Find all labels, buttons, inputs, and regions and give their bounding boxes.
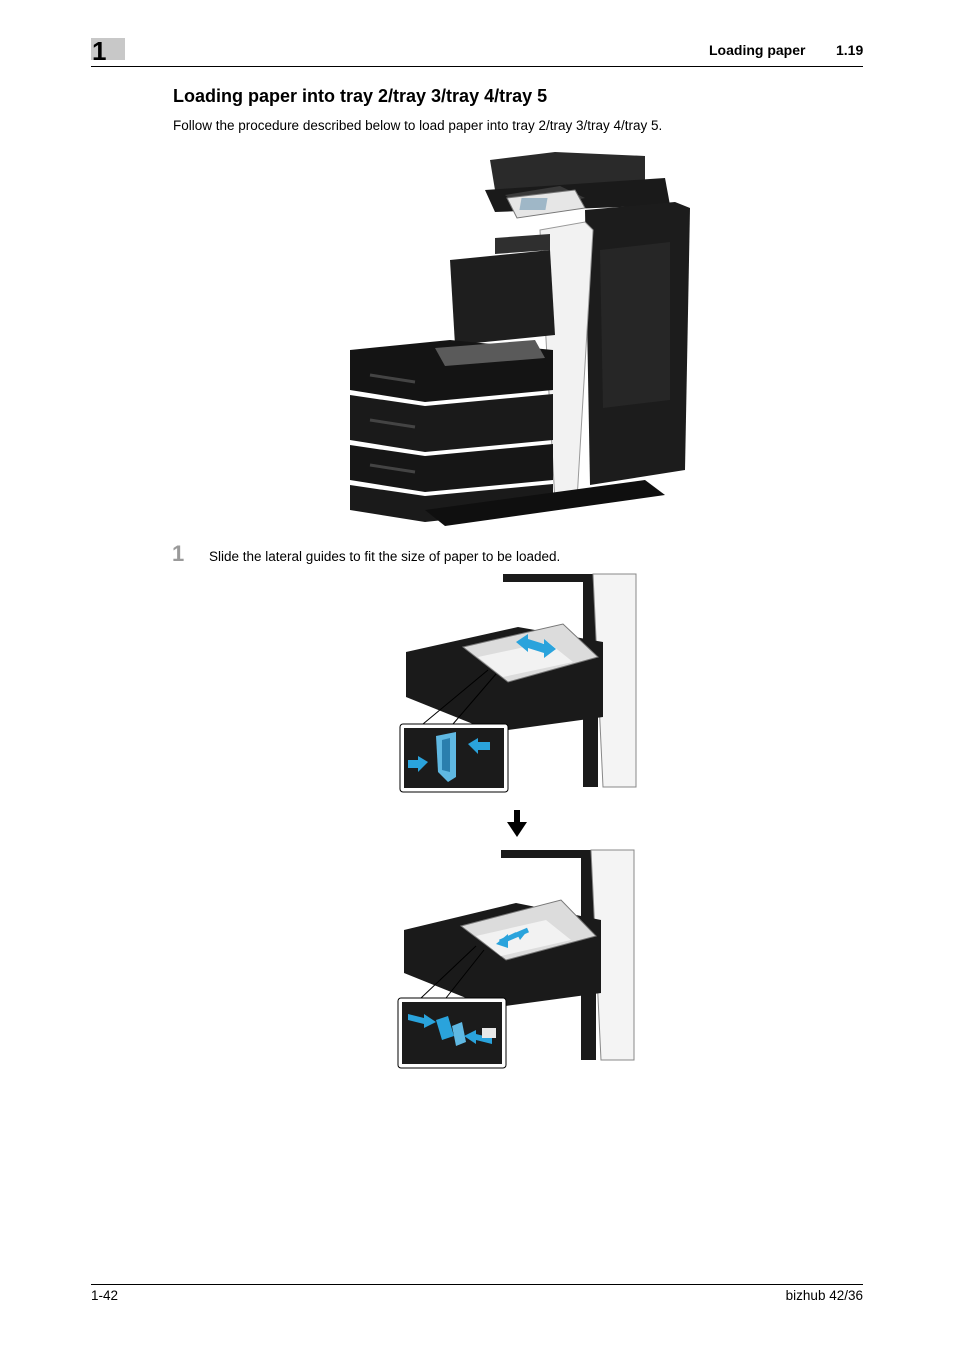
step-instruction: Slide the lateral guides to fit the size…	[209, 549, 561, 564]
step-number: 1	[172, 541, 185, 566]
mfp-illustration	[350, 152, 690, 526]
header-section-number: 1.19	[836, 42, 864, 58]
section-heading: Loading paper into tray 2/tray 3/tray 4/…	[173, 86, 548, 106]
page-number: 1-42	[91, 1288, 119, 1303]
product-model: bizhub 42/36	[785, 1288, 863, 1303]
footer-divider	[91, 1284, 863, 1285]
chapter-number: 1	[92, 36, 107, 66]
intro-paragraph: Follow the procedure described below to …	[173, 118, 663, 133]
tray-guides-illustration-2	[397, 849, 635, 1069]
header-divider	[91, 66, 863, 67]
tray-guides-illustration-1	[399, 573, 637, 793]
chapter-tab	[91, 38, 125, 60]
header-title: Loading paper	[709, 42, 806, 58]
down-arrow-icon	[507, 810, 527, 837]
